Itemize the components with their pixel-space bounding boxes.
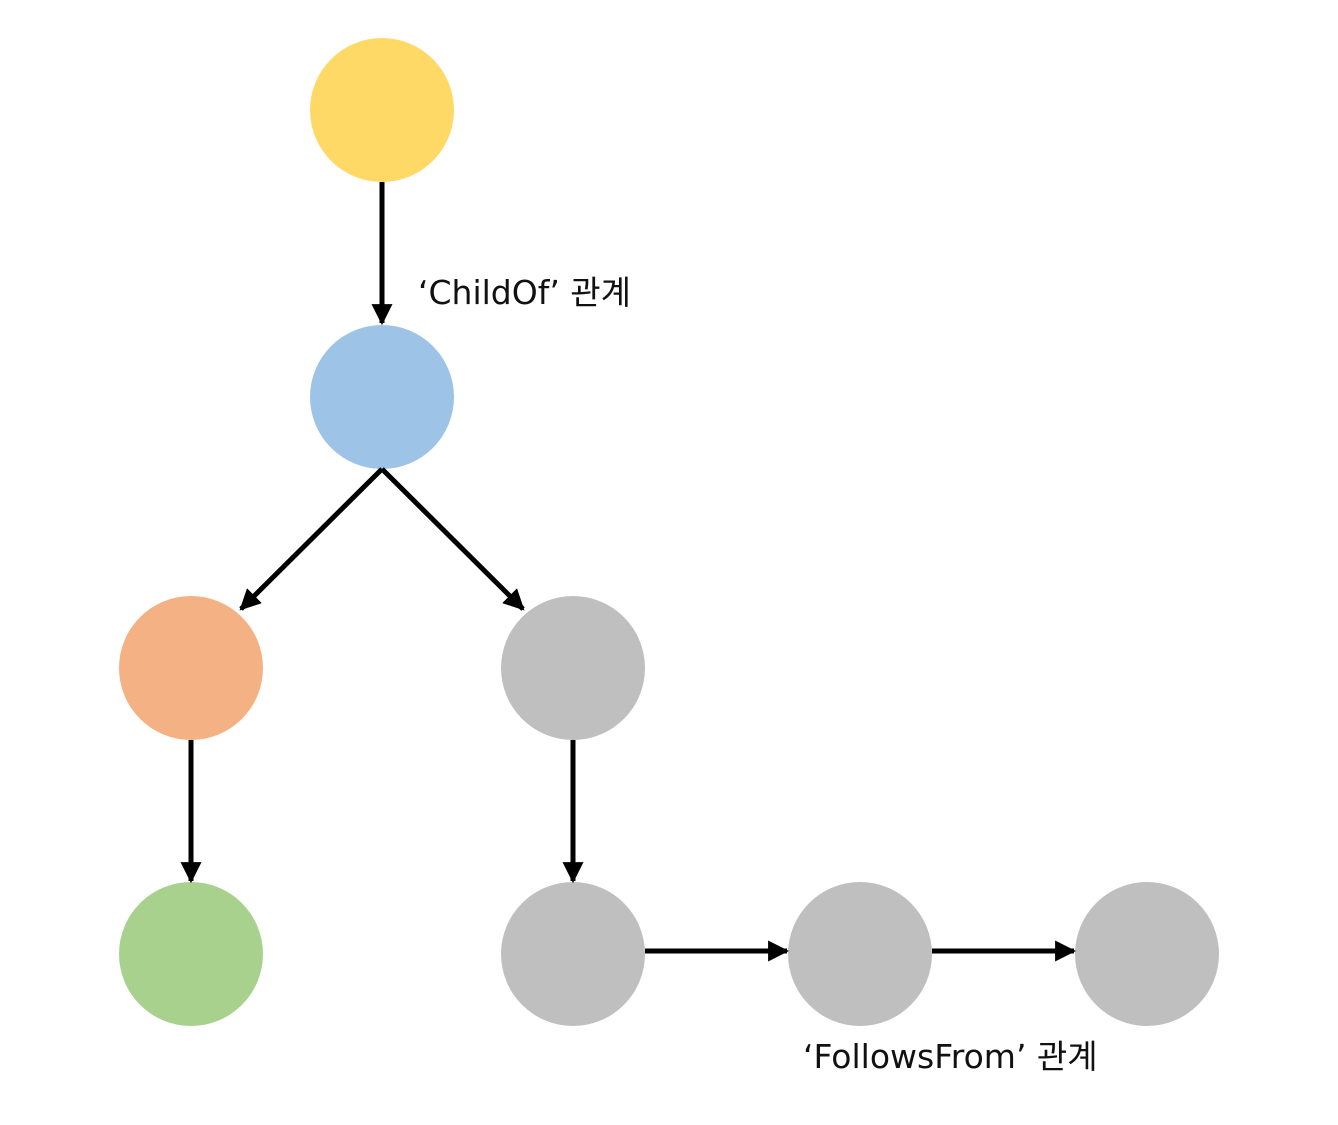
edge-child-to-left bbox=[239, 467, 384, 611]
right-child-span-node bbox=[501, 596, 645, 740]
root-span-node bbox=[310, 38, 454, 182]
child-span-node bbox=[310, 325, 454, 469]
follows-span-node-1 bbox=[501, 882, 645, 1026]
left-grandchild-span-node bbox=[119, 882, 263, 1026]
childof-relation-label: ‘ChildOf’ 관계 bbox=[418, 273, 632, 312]
left-child-span-node bbox=[119, 596, 263, 740]
followsfrom-relation-label: ‘FollowsFrom’ 관계 bbox=[803, 1037, 1098, 1076]
follows-span-node-2 bbox=[788, 882, 932, 1026]
edge-child-to-right bbox=[380, 467, 525, 611]
follows-span-node-3 bbox=[1075, 882, 1219, 1026]
